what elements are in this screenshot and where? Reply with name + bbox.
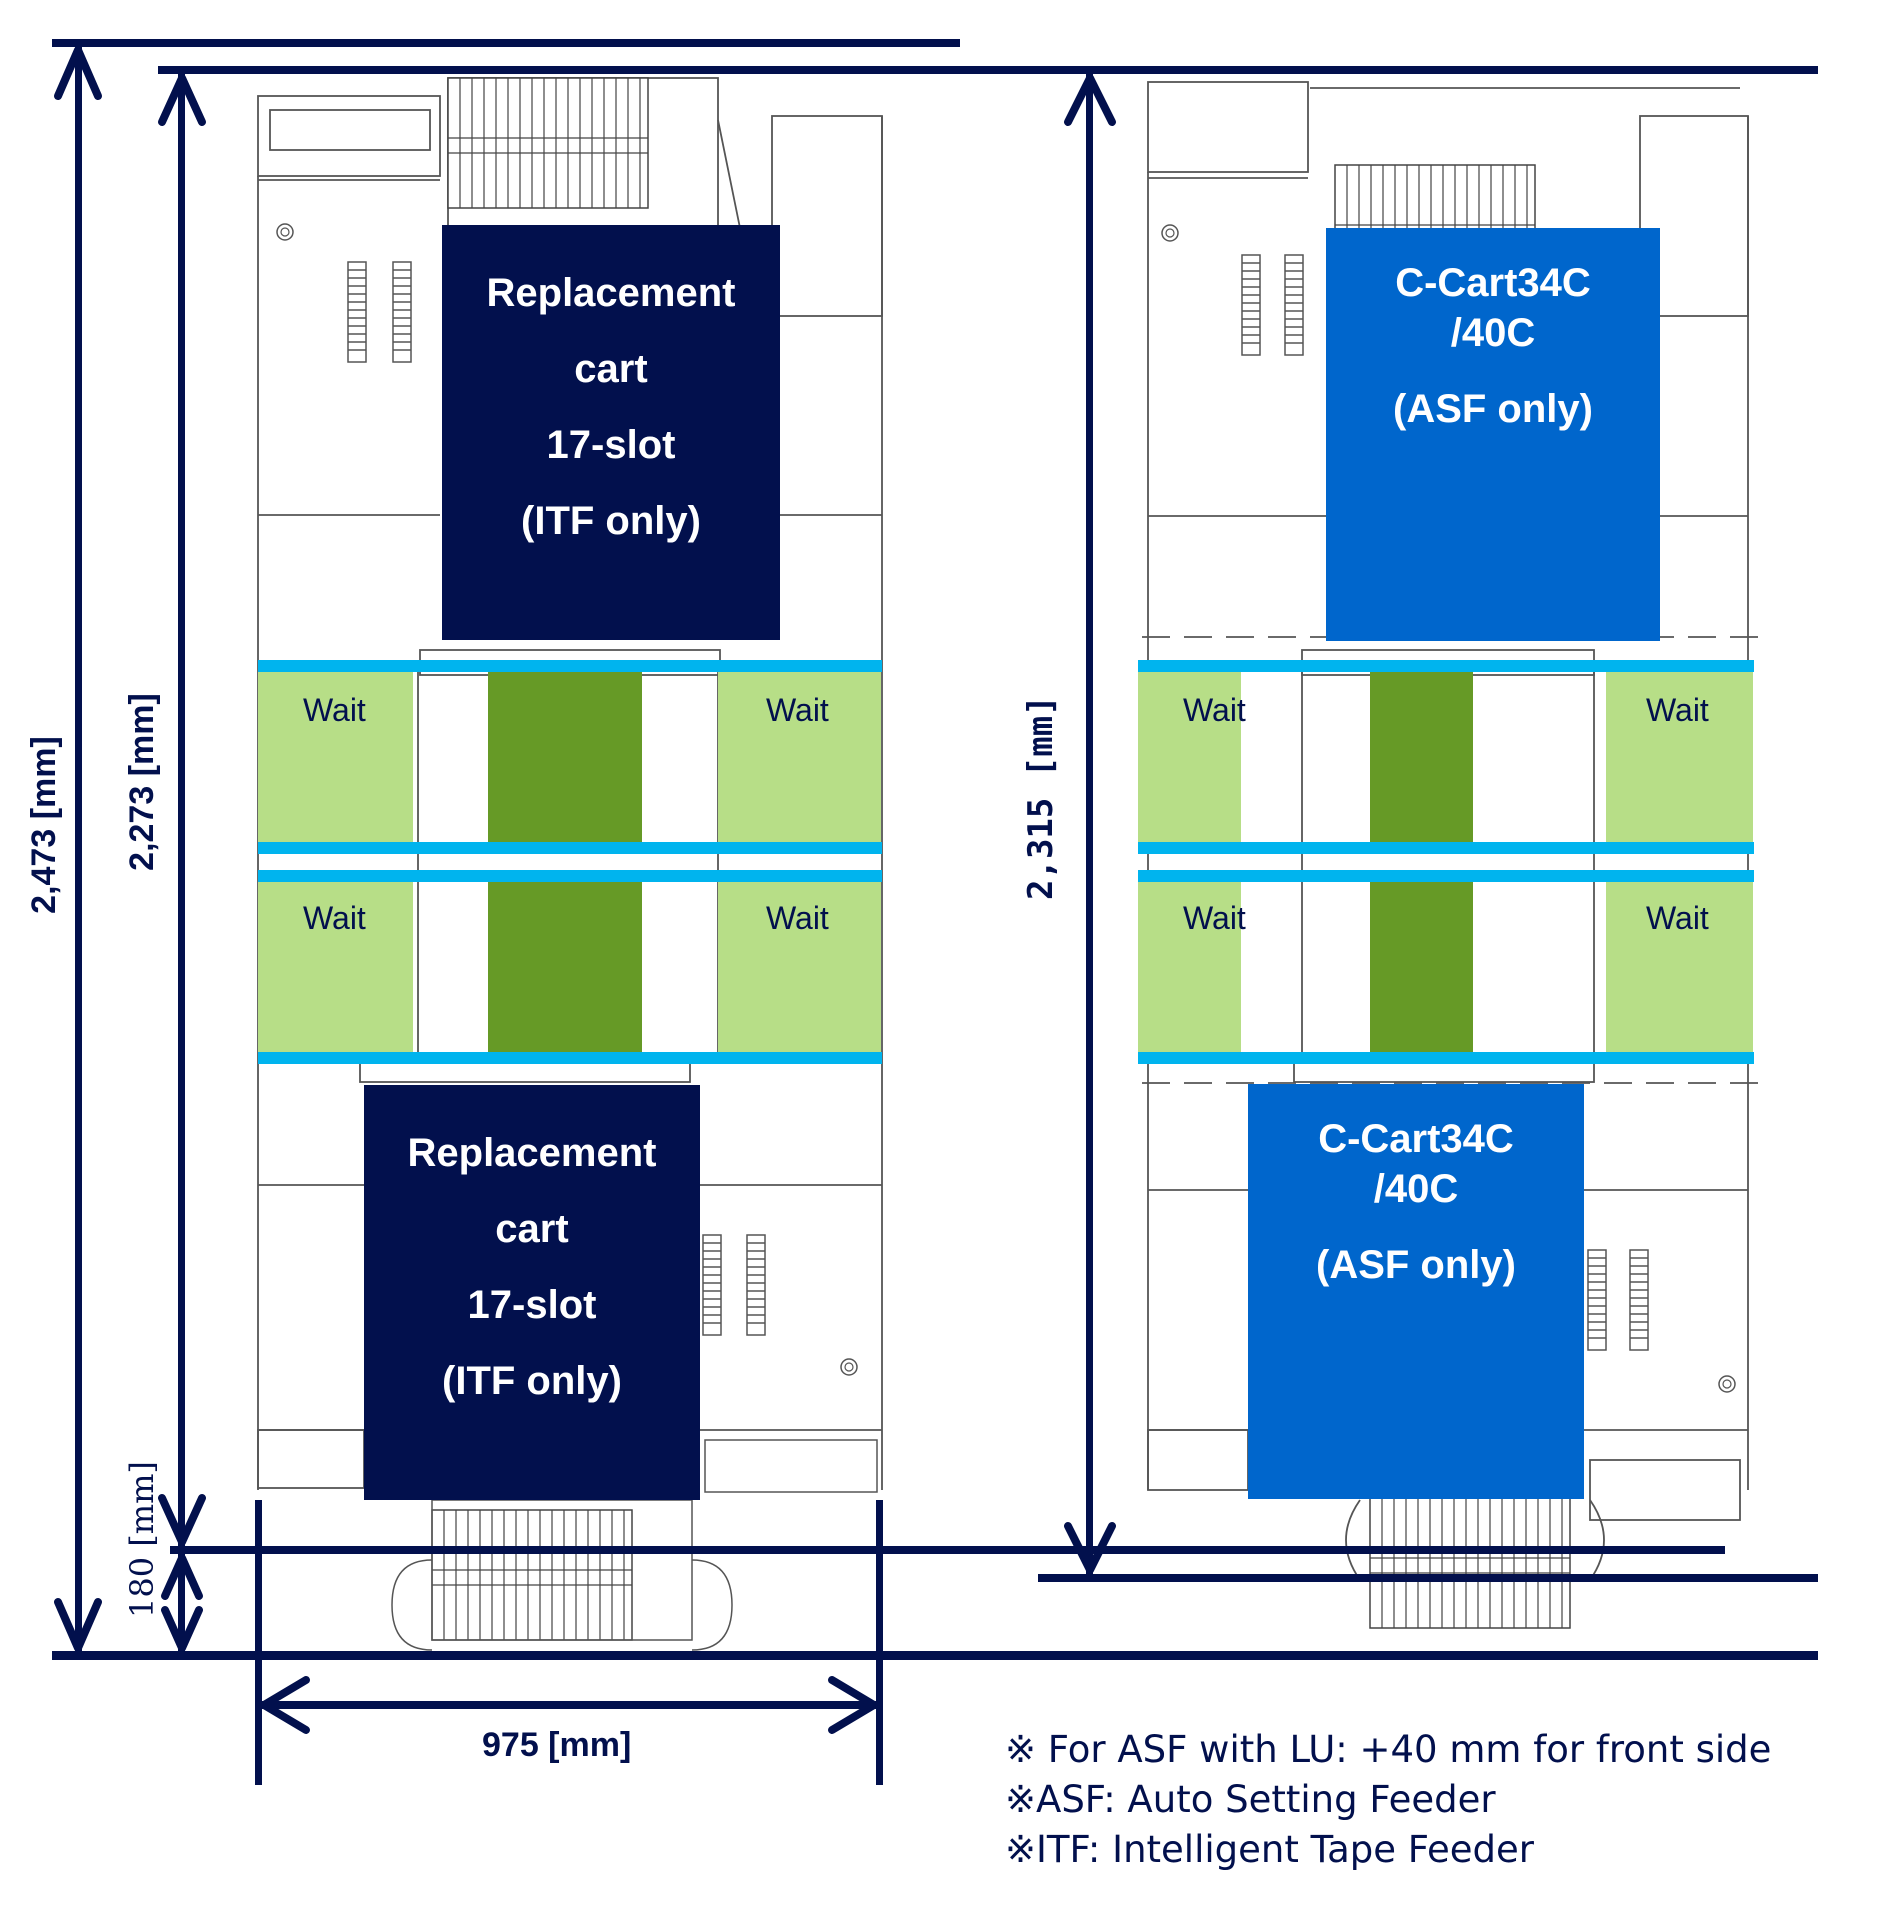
reference-line-overall-bottom xyxy=(52,1651,1818,1660)
note-itf-definition: ※ITF: Intelligent Tape Feeder xyxy=(1005,1828,1535,1871)
work-area xyxy=(488,882,642,1052)
wait-label: Wait xyxy=(1646,692,1709,728)
wait-label: Wait xyxy=(1183,692,1246,728)
asf-lower-feeder-rack xyxy=(1369,1497,1571,1629)
dimension-label-975: 975 [mm] xyxy=(482,1726,631,1765)
itf-conveyor-area xyxy=(258,660,882,1064)
conveyor-bar xyxy=(258,870,882,882)
asf-upper-c-cart: C-Cart34C /40C (ASF only) xyxy=(1326,228,1660,641)
bolt-icon xyxy=(1161,224,1179,242)
cart-label-line: Replacement xyxy=(486,271,736,315)
dimension-text: 2,473 [mm] xyxy=(25,736,63,914)
wait-area xyxy=(258,670,413,842)
vent-icon xyxy=(1241,254,1261,356)
conveyor-bar xyxy=(1138,660,1754,672)
wait-label: Wait xyxy=(303,692,366,728)
itf-upper-feeder-rack xyxy=(447,77,649,209)
conveyor-bar xyxy=(258,842,882,854)
work-area xyxy=(488,670,642,842)
conveyor-bar xyxy=(1138,870,1754,882)
bolt-icon xyxy=(840,1358,858,1376)
work-area xyxy=(1370,670,1473,842)
vent-icon xyxy=(1629,1249,1649,1351)
wait-area xyxy=(1606,882,1753,1052)
conveyor-bar xyxy=(1138,842,1754,854)
reference-line-itf-machine-bottom xyxy=(170,1546,1725,1554)
reference-line-asf-bottom xyxy=(1038,1574,1818,1582)
conveyor-bar xyxy=(258,1052,882,1064)
cart-label-line: /40C xyxy=(1373,1167,1459,1211)
cart-label-line: 17-slot xyxy=(546,423,676,467)
dimension-arrow-975 xyxy=(260,1676,878,1734)
bolt-icon xyxy=(276,223,294,241)
work-area xyxy=(1370,882,1473,1052)
vent-icon xyxy=(746,1234,766,1336)
cart-label-line: (ASF only) xyxy=(1316,1243,1516,1287)
cart-label-line: 17-slot xyxy=(467,1283,597,1327)
itf-lower-feeder-rack xyxy=(431,1509,633,1641)
bolt-icon xyxy=(1718,1375,1736,1393)
vent-icon xyxy=(347,261,367,363)
dimension-text: 2,315 [mm] xyxy=(1021,695,1061,900)
cart-label-line: Replacement xyxy=(407,1131,657,1175)
reference-line-overall-top xyxy=(52,39,960,47)
wait-label: Wait xyxy=(303,900,366,936)
dimension-text: 2,273 [mm] xyxy=(123,693,161,871)
vent-icon xyxy=(1587,1249,1607,1351)
reference-line-width-left xyxy=(255,1500,262,1785)
wait-area xyxy=(258,882,413,1052)
dimension-arrow-2273 xyxy=(158,74,206,1546)
note-asf-definition: ※ASF: Auto Setting Feeder xyxy=(1005,1778,1496,1821)
reference-line-machine-top xyxy=(158,66,1818,74)
wait-area xyxy=(718,670,881,842)
wait-label: Wait xyxy=(766,900,829,936)
wait-area xyxy=(1606,670,1753,842)
dimension-text: 180 [mm] xyxy=(123,1461,161,1618)
conveyor-bar xyxy=(258,660,882,672)
wait-area xyxy=(1138,670,1241,842)
conveyor-bar xyxy=(1138,1052,1754,1064)
cart-label-line: (ASF only) xyxy=(1393,387,1593,431)
dimension-label-2273: 2,273 [mm] xyxy=(123,682,163,882)
cart-label-line: cart xyxy=(495,1207,569,1251)
wait-area xyxy=(718,882,881,1052)
dimension-arrow-180 xyxy=(161,1554,203,1652)
wait-area xyxy=(1138,882,1241,1052)
cart-label-line: /40C xyxy=(1450,311,1536,355)
dimension-label-2315: 2,315 [mm] xyxy=(1021,695,1061,900)
asf-lower-c-cart: C-Cart34C /40C (ASF only) xyxy=(1248,1084,1584,1499)
dimension-label-2473: 2,473 [mm] xyxy=(25,725,65,925)
cart-label-line: C-Cart34C xyxy=(1318,1117,1514,1161)
wait-label: Wait xyxy=(1646,900,1709,936)
cart-label-line: cart xyxy=(574,347,648,391)
dimension-arrow-2315 xyxy=(1064,74,1116,1574)
wait-label: Wait xyxy=(766,692,829,728)
asf-conveyor-area xyxy=(1138,660,1754,1064)
note-asf-lu: ※ For ASF with LU: +40 mm for front side xyxy=(1005,1728,1772,1771)
vent-icon xyxy=(392,261,412,363)
dimension-text: 975 [mm] xyxy=(482,1726,632,1764)
dimension-lines xyxy=(52,39,1818,1785)
cart-label-line: C-Cart34C xyxy=(1395,261,1591,305)
itf-upper-replacement-cart: Replacement cart 17-slot (ITF only) xyxy=(442,225,780,640)
itf-lower-unit xyxy=(391,1439,878,1651)
wait-label: Wait xyxy=(1183,900,1246,936)
vent-icon xyxy=(702,1234,722,1336)
itf-lower-replacement-cart: Replacement cart 17-slot (ITF only) xyxy=(364,1085,700,1500)
cart-label-line: (ITF only) xyxy=(521,499,701,543)
cart-label-line: (ITF only) xyxy=(442,1359,622,1403)
reference-line-width-right xyxy=(876,1500,883,1785)
dimension-arrow-2473 xyxy=(54,46,102,1652)
vent-icon xyxy=(1284,254,1304,356)
dimension-label-180: 180 [mm] xyxy=(123,1461,163,1618)
